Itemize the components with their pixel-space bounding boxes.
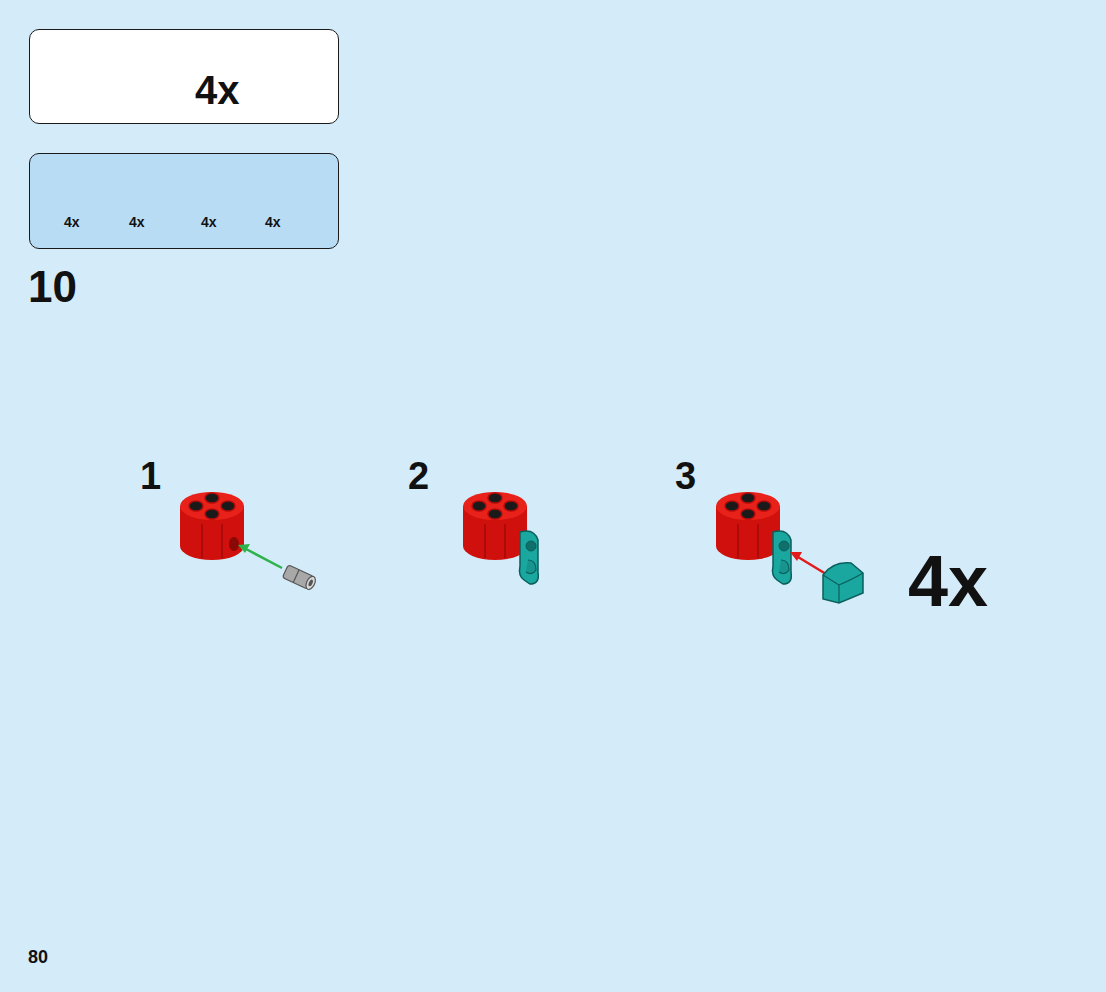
step-number: 10 [28,265,77,309]
quantity-label: 4x [195,70,240,110]
substep-1 [180,492,317,591]
callout-box: 4x [29,29,339,124]
part-quantity: 4x [265,215,281,229]
substep-3 [716,492,863,603]
repeat-count: 4x [908,545,988,617]
parts-list-box: 4x 4x 4x 4x [29,153,339,249]
substep-number: 1 [140,457,161,495]
part-quantity: 4x [129,215,145,229]
part-quantity: 4x [64,215,80,229]
page-number: 80 [28,948,48,966]
substep-number: 3 [675,457,696,495]
substep-2 [463,492,538,584]
substep-number: 2 [408,457,429,495]
part-quantity: 4x [201,215,217,229]
